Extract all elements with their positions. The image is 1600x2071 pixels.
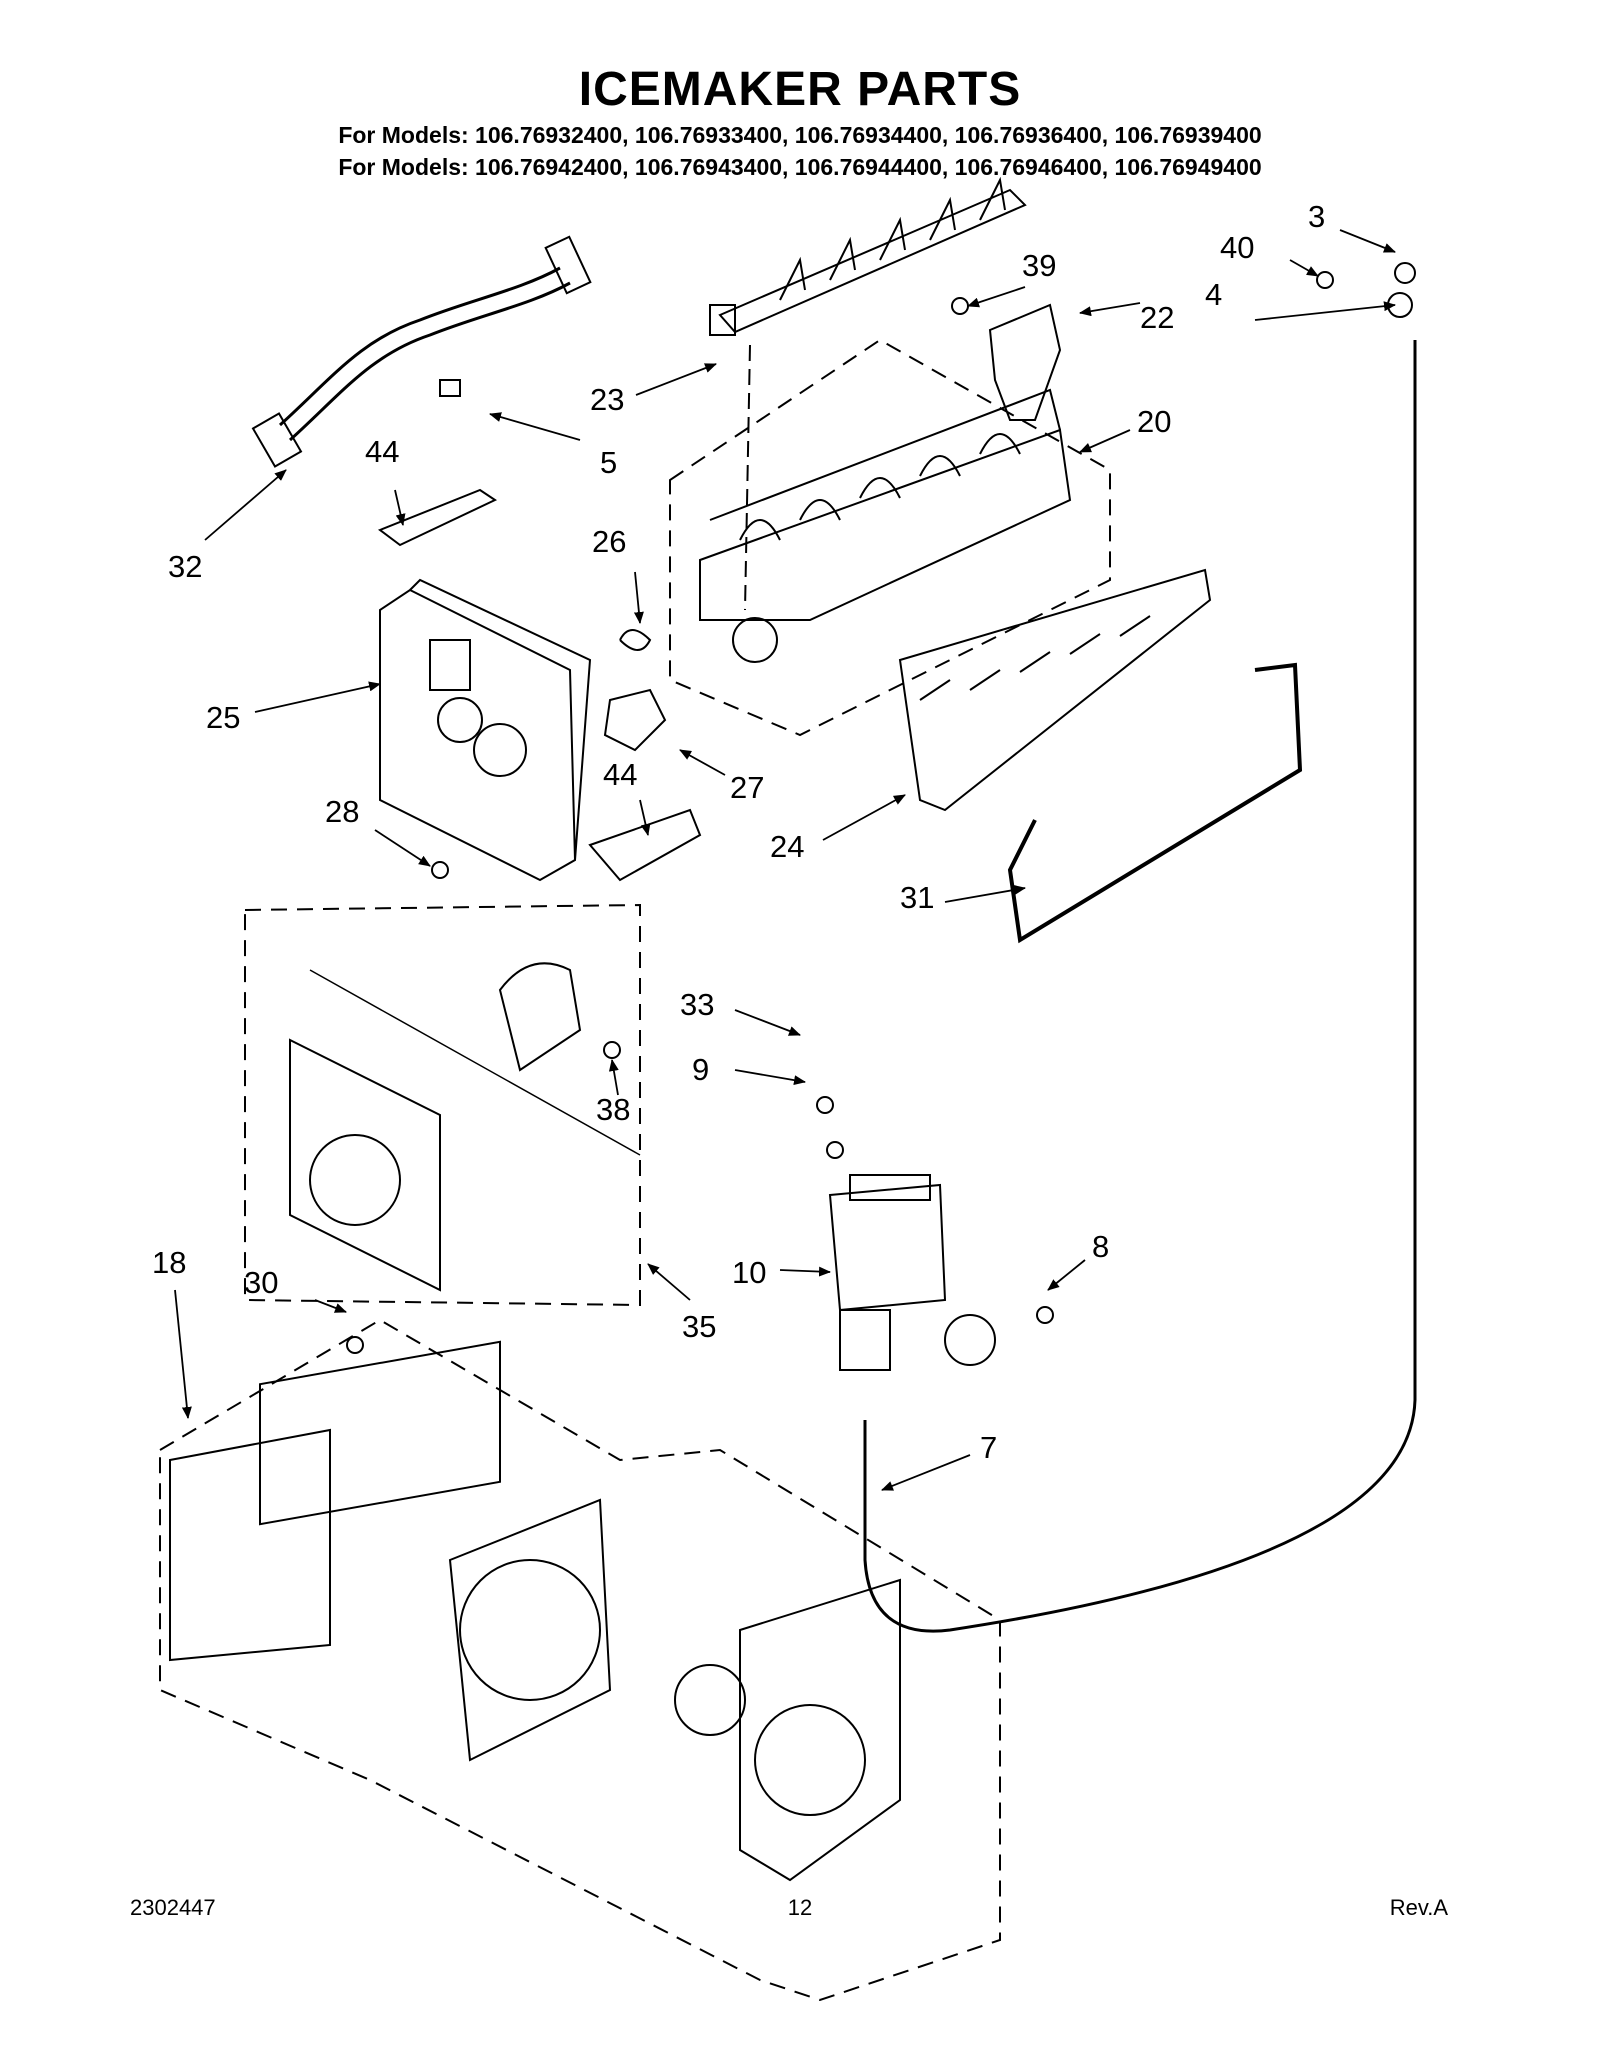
callout-25: 25 [206, 700, 240, 735]
page-title: ICEMAKER PARTS [578, 63, 1022, 116]
fill-cup-part [988, 303, 1062, 421]
callout-27: 27 [730, 770, 764, 805]
callout-23: 23 [590, 382, 624, 417]
arm-part-44b [588, 808, 702, 882]
screws [346, 262, 1416, 1354]
water-line-part [863, 340, 1417, 1633]
arm-part-44 [377, 488, 498, 547]
callout-35: 35 [682, 1309, 716, 1344]
callout-22: 22 [1140, 300, 1174, 335]
callout-9: 9 [692, 1052, 709, 1087]
ejector-part [709, 176, 1027, 336]
callout-7: 7 [980, 1430, 997, 1465]
callout-38: 38 [596, 1092, 630, 1127]
callout-10: 10 [732, 1255, 766, 1290]
control-housing-part [379, 578, 592, 882]
page-number: 12 [787, 1895, 813, 1920]
callout-44: 44 [365, 434, 399, 469]
callout-26: 26 [592, 524, 626, 559]
callout-28: 28 [325, 794, 359, 829]
cover-part [898, 568, 1212, 812]
document-number: 2302447 [130, 1895, 216, 1920]
mold-frame-part [699, 388, 1072, 663]
callout-30: 30 [244, 1265, 278, 1300]
callout-5: 5 [600, 445, 617, 480]
fan-housing-part [159, 1318, 1001, 2002]
callout-31: 31 [900, 880, 934, 915]
callout-labels: 3 40 39 22 4 23 20 5 44 32 26 25 27 44 2… [152, 199, 1325, 1465]
callout-40: 40 [1220, 230, 1254, 265]
clip-part [619, 629, 652, 651]
motor-module-part [289, 962, 641, 1292]
callout-20: 20 [1137, 404, 1171, 439]
thermostat-part [603, 688, 667, 752]
callout-44b: 44 [603, 757, 637, 792]
callout-arrows [174, 229, 1396, 1491]
callout-3: 3 [1308, 199, 1325, 234]
callout-32: 32 [168, 549, 202, 584]
callout-33: 33 [680, 987, 714, 1022]
models-line-1: For Models: 106.76932400, 106.76933400, … [338, 122, 1262, 148]
callout-39: 39 [1022, 248, 1056, 283]
revision-label: Rev.A [1389, 1895, 1448, 1920]
wire-harness-part [251, 235, 592, 468]
callout-8: 8 [1092, 1229, 1109, 1264]
callout-18: 18 [152, 1245, 186, 1280]
callout-24: 24 [770, 829, 804, 864]
callout-4: 4 [1205, 277, 1222, 312]
models-line-2: For Models: 106.76942400, 106.76943400, … [338, 154, 1262, 180]
water-valve-part [828, 1174, 996, 1371]
shutoff-wire-part [1007, 662, 1303, 944]
